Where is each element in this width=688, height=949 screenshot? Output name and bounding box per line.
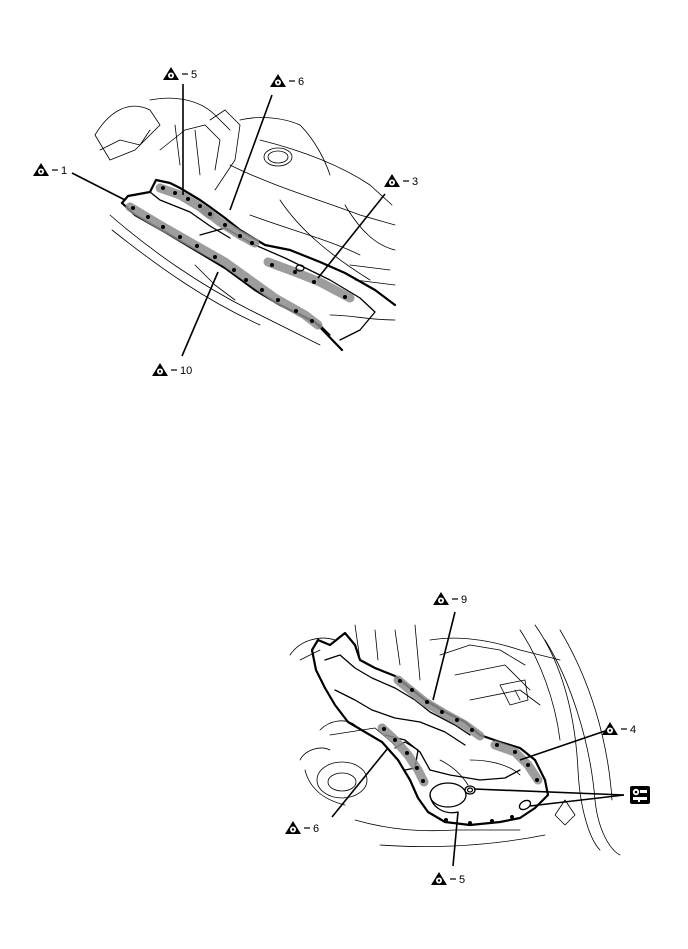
- callout-5-number: 5: [191, 69, 197, 81]
- callout-1-number: 1: [61, 165, 67, 177]
- upper-body-drawing: [94, 97, 397, 352]
- callout-5b: 5: [431, 872, 465, 886]
- callout-3: 3: [384, 174, 418, 188]
- callout-6: 6: [270, 74, 304, 88]
- callout-6b: 6: [285, 821, 319, 835]
- callout-5: 5: [163, 67, 197, 81]
- lower-leader-lines: [331, 611, 625, 867]
- callout-3-number: 3: [412, 176, 418, 188]
- callout-10-number: 10: [180, 365, 192, 377]
- callout-9: 9: [433, 592, 467, 606]
- callout-6b-number: 6: [313, 823, 319, 835]
- callout-6-number: 6: [298, 76, 304, 88]
- lower-body-drawing: [289, 624, 621, 856]
- callout-4-number: 4: [630, 724, 636, 736]
- sealer-gun-icon: [630, 786, 650, 804]
- callout-9-number: 9: [461, 594, 467, 606]
- upper-leader-lines: [71, 84, 386, 357]
- callout-4: 4: [602, 722, 636, 736]
- callout-1: 1: [33, 163, 67, 177]
- callout-5b-number: 5: [459, 874, 465, 886]
- callout-10: 10: [152, 363, 192, 377]
